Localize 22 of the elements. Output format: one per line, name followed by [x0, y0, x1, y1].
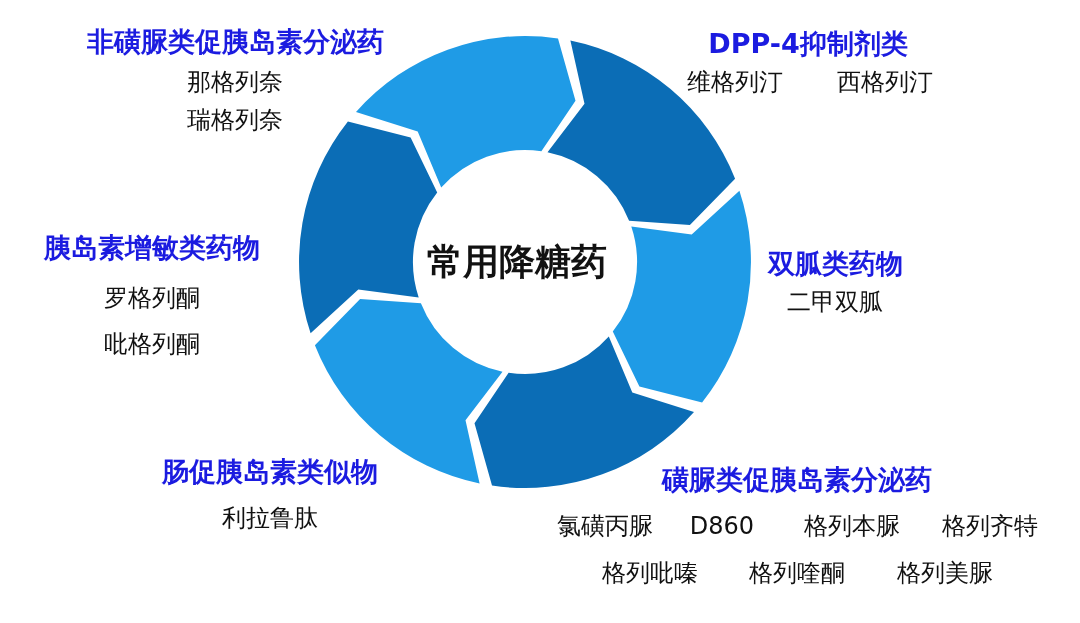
category-heading: 磺脲类促胰岛素分泌药	[662, 463, 932, 497]
category-heading: 双胍类药物	[767, 247, 903, 281]
drug-name: D860	[689, 512, 755, 540]
drug-name: 维格列汀	[687, 67, 783, 98]
drug-name: 利拉鲁肽	[222, 503, 318, 534]
drug-name: 西格列汀	[837, 67, 933, 98]
drug-name: 格列吡嗪	[602, 558, 698, 589]
drug-name: 罗格列酮	[104, 283, 200, 314]
drug-name: 二甲双胍	[787, 287, 883, 318]
category-heading: DPP-4抑制剂类	[708, 27, 908, 61]
drug-name: 吡格列酮	[104, 329, 200, 360]
drug-name: 格列齐特	[942, 511, 1038, 542]
drug-name: 氯磺丙脲	[557, 511, 653, 542]
drug-name: 瑞格列奈	[187, 105, 283, 136]
drug-name: 格列喹酮	[749, 558, 845, 589]
drug-name: 格列本脲	[804, 511, 900, 542]
category-heading: 胰岛素增敏类药物	[44, 231, 260, 265]
drug-name: 那格列奈	[187, 67, 283, 98]
center-label: 常用降糖药	[427, 239, 607, 284]
drug-name: 格列美脲	[897, 558, 993, 589]
category-heading: 非磺脲类促胰岛素分泌药	[86, 25, 384, 59]
category-heading: 肠促胰岛素类似物	[162, 455, 378, 489]
